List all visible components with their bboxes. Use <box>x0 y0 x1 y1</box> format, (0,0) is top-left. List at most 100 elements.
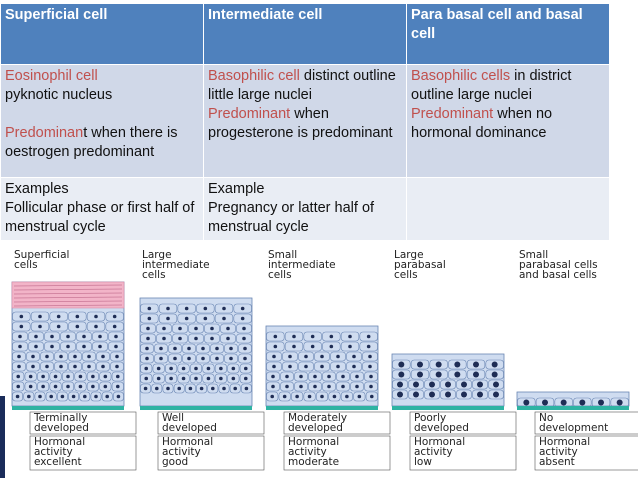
cell-nucleus <box>103 384 108 389</box>
epithelial-cell <box>340 331 360 342</box>
cell-nucleus <box>38 394 42 399</box>
epithelial-cell <box>110 361 124 372</box>
cell-nucleus <box>327 384 331 389</box>
epithelial-cell <box>410 369 430 380</box>
epithelial-cell <box>220 333 236 344</box>
cell-nucleus <box>292 334 296 339</box>
epithelial-cell <box>86 371 99 382</box>
epithelial-cell <box>90 391 102 402</box>
epithelial-cell <box>298 351 314 362</box>
epithelial-cell <box>229 383 241 394</box>
epithelial-cell <box>24 371 37 382</box>
cell-nucleus <box>397 381 403 388</box>
epithelial-cell <box>154 343 168 354</box>
epithelial-cell <box>196 353 210 364</box>
cell-nucleus <box>78 374 83 379</box>
epithelial-cell <box>111 371 124 382</box>
pink-layer-line <box>13 296 123 299</box>
epithelial-cell <box>79 391 91 402</box>
epithelial-cell <box>448 369 467 380</box>
epithelial-cell <box>485 359 504 370</box>
epithelium-column-5 <box>516 391 638 471</box>
cell-nucleus <box>162 336 166 341</box>
cell-nucleus <box>177 386 181 391</box>
epithelial-cell <box>96 351 110 362</box>
cell-nucleus <box>98 344 102 349</box>
cell-nucleus <box>222 306 226 311</box>
cell-nucleus <box>162 326 166 331</box>
cell-nucleus <box>60 394 65 399</box>
intermediate-predominant-red: Predominant <box>208 106 291 122</box>
epithelium-column-4 <box>391 353 517 471</box>
epithelial-cell <box>210 353 224 364</box>
cell-nucleus <box>156 366 161 371</box>
cell-nucleus <box>226 326 230 331</box>
epithelium-body <box>139 297 253 407</box>
cell-nucleus <box>295 394 299 399</box>
cell-nucleus <box>542 399 548 406</box>
cell-nucleus <box>413 381 419 388</box>
cell-nucleus <box>244 386 249 391</box>
epithelial-cell <box>172 323 188 334</box>
cell-intermediate-description: Basophilic cell distinct outline little … <box>203 64 407 178</box>
cell-nucleus <box>103 374 108 379</box>
epithelial-cell <box>68 361 82 372</box>
cell-nucleus <box>240 316 245 321</box>
epithelial-cell <box>448 359 467 370</box>
cell-nucleus <box>219 376 223 381</box>
header-intermediate: Intermediate cell <box>203 3 407 65</box>
cell-nucleus <box>357 394 362 399</box>
epithelial-cell <box>177 303 196 314</box>
pink-layer-line <box>13 292 123 295</box>
cell-nucleus <box>75 314 80 319</box>
epithelial-cell <box>26 361 40 372</box>
cell-nucleus <box>211 386 215 391</box>
epithelial-cell <box>12 321 31 332</box>
epithelial-cell <box>28 341 44 352</box>
pink-layer-line <box>13 304 123 307</box>
cell-nucleus <box>366 344 371 349</box>
epithelial-cell <box>284 331 304 342</box>
epithelial-cell <box>12 371 25 382</box>
cell-nucleus <box>598 399 604 406</box>
epithelial-cell <box>177 373 190 384</box>
epithelial-cell <box>282 361 298 372</box>
epithelial-cell <box>154 353 168 364</box>
cell-nucleus <box>240 306 245 311</box>
cell-nucleus <box>273 334 278 339</box>
cell-nucleus <box>66 344 70 349</box>
cell-nucleus <box>368 354 372 359</box>
cell-nucleus <box>83 394 87 399</box>
cell-nucleus <box>341 384 345 389</box>
epithelial-cell <box>456 389 472 400</box>
epithelial-cell <box>353 391 366 402</box>
cell-nucleus <box>454 371 461 378</box>
cell-nucleus <box>206 376 211 381</box>
epithelial-cell <box>76 341 92 352</box>
epithelial-cell <box>266 381 280 392</box>
development-label-box <box>409 411 517 435</box>
cell-nucleus <box>112 314 117 319</box>
hormonal-label-box <box>157 435 265 471</box>
cell-nucleus <box>53 384 58 389</box>
cell-nucleus <box>352 354 356 359</box>
epithelial-cell <box>322 381 336 392</box>
cell-nucleus <box>199 386 204 391</box>
epithelial-cell <box>101 391 113 402</box>
cell-nucleus <box>332 394 337 399</box>
epithelial-cell <box>12 341 28 352</box>
epithelial-cell <box>303 341 322 352</box>
epithelial-cell <box>266 371 280 382</box>
cell-nucleus <box>397 391 403 398</box>
header-superficial: Superficial cell <box>0 3 204 65</box>
epithelial-cell <box>328 391 341 402</box>
cell-nucleus <box>271 374 275 379</box>
cell-nucleus <box>75 324 80 329</box>
epithelial-cell <box>408 389 424 400</box>
epithelial-cell <box>189 363 203 374</box>
